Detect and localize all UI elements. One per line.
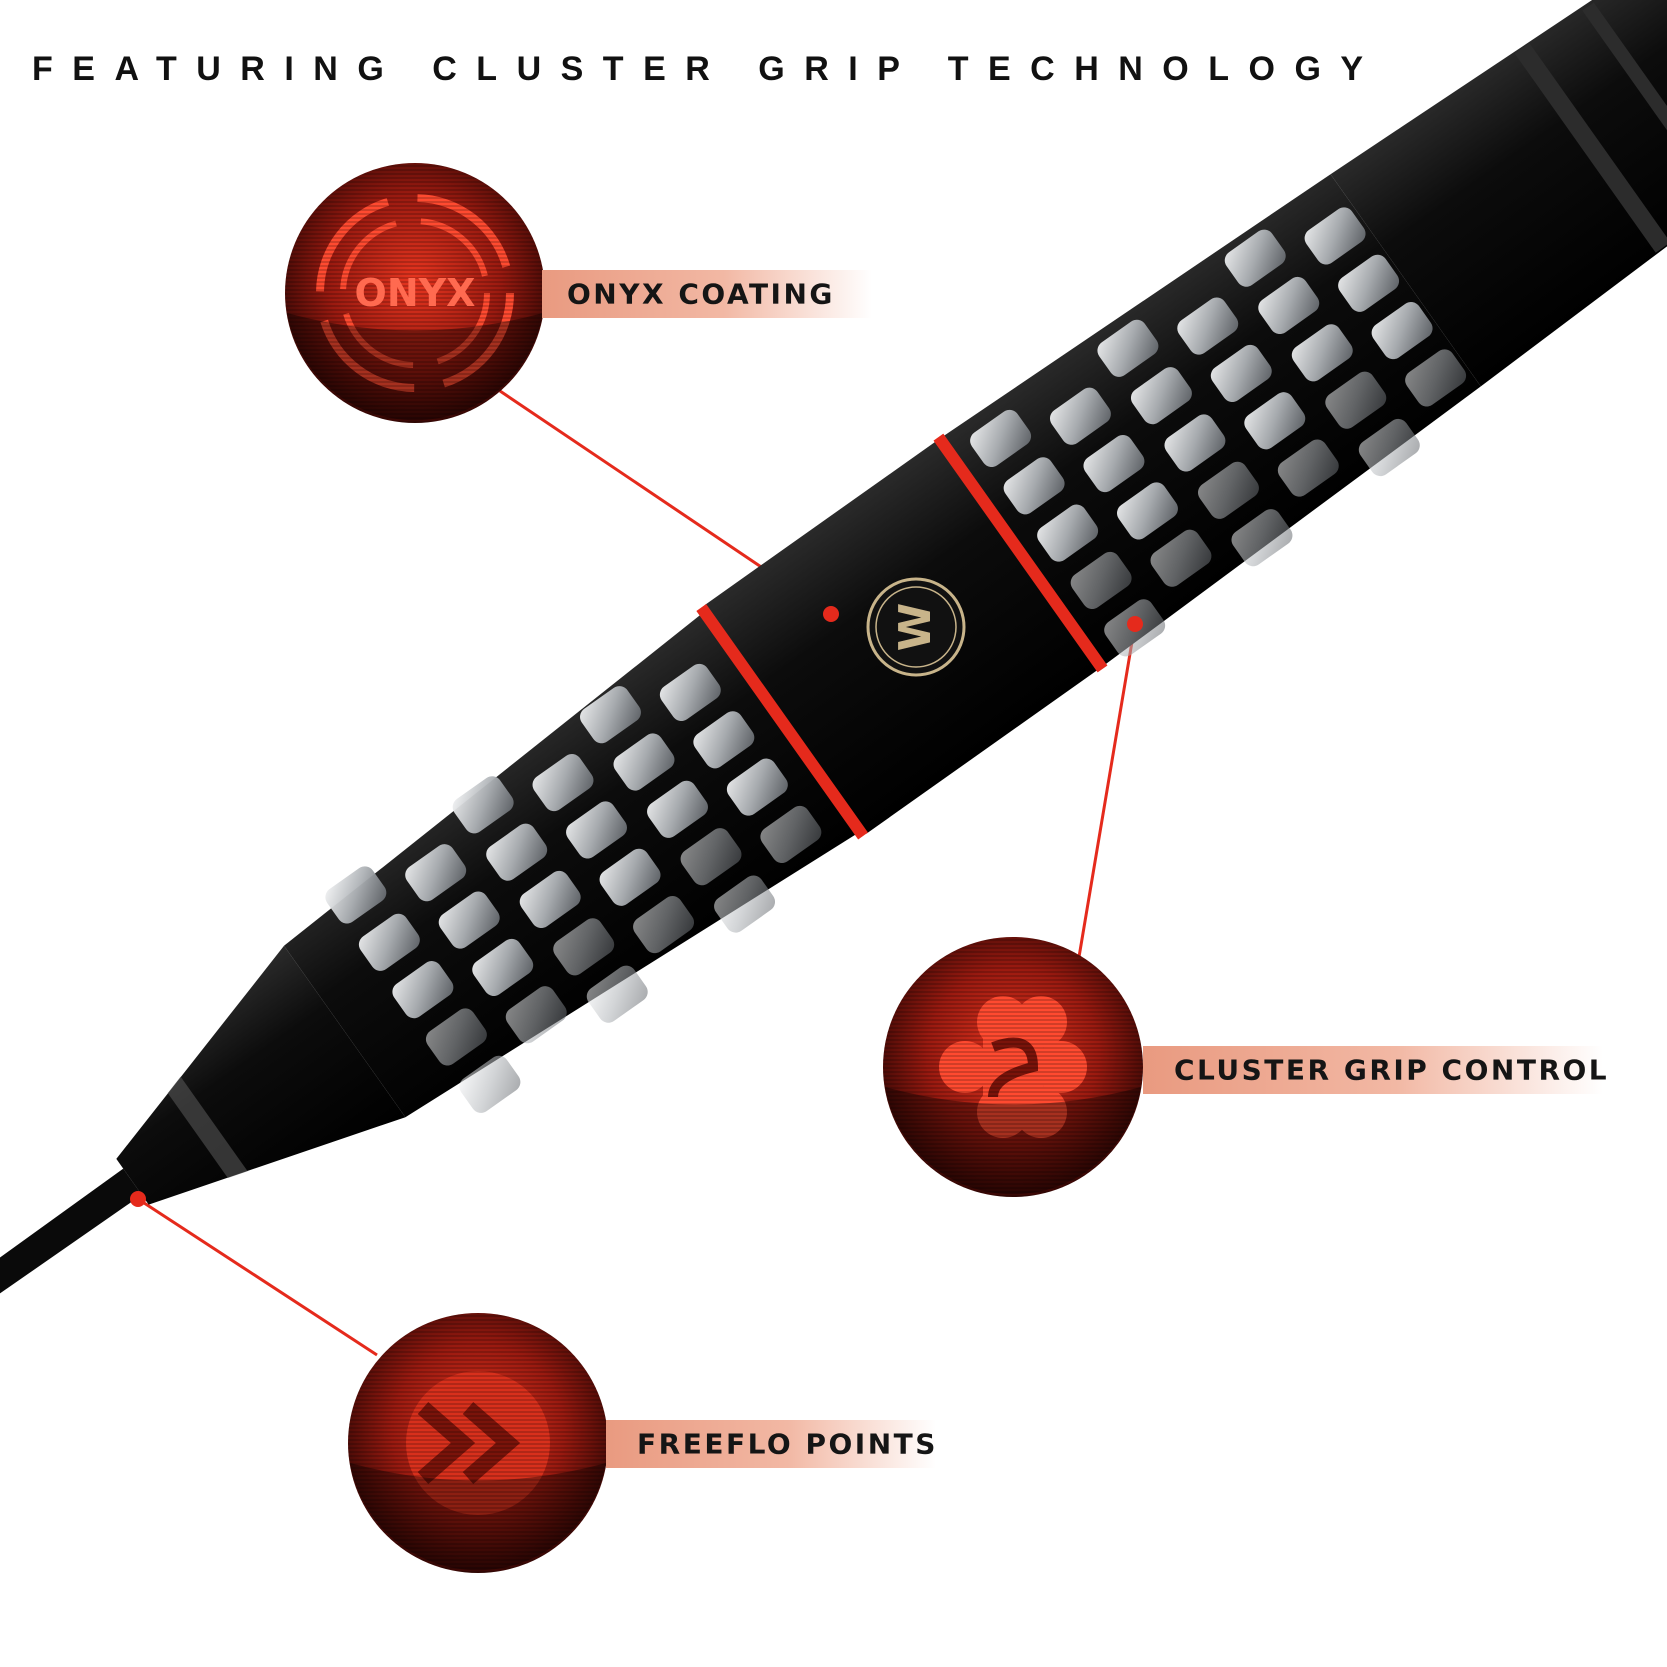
onyx-label-band	[542, 270, 872, 318]
grip-cut	[472, 938, 534, 996]
grip-cut	[680, 828, 742, 886]
grip-cut	[1003, 457, 1065, 515]
grip-cut	[1338, 254, 1400, 312]
dart: W	[0, 0, 1667, 1332]
grip-cut	[1358, 418, 1420, 477]
grip-cut	[970, 409, 1032, 468]
cluster-grip-icon	[883, 937, 1143, 1197]
grip-cut	[438, 891, 500, 949]
dart-cone	[116, 945, 406, 1205]
grip-cut	[553, 918, 615, 976]
grip-cut	[726, 758, 788, 816]
grip-cut	[1304, 207, 1366, 265]
grip-cut	[532, 754, 594, 812]
grip-cut	[1405, 349, 1467, 407]
grip-cut	[392, 961, 454, 1019]
freeflo-callout-line	[137, 1197, 378, 1357]
grip-cut	[613, 733, 675, 791]
grip-cut	[586, 965, 648, 1023]
grip-cut	[714, 875, 776, 933]
grip-cut	[1371, 302, 1433, 360]
onyx-callout-dot	[823, 606, 839, 622]
grip-cut	[459, 1055, 521, 1113]
grip-cut	[1224, 229, 1286, 287]
grip-cut	[519, 870, 581, 929]
grip-cut	[486, 823, 548, 881]
grip-cut	[1244, 392, 1306, 450]
grip-cut	[1164, 414, 1226, 472]
grip-cut	[760, 805, 822, 864]
page-title: FEATURING CLUSTER GRIP TECHNOLOGY	[32, 50, 1383, 88]
grip-cut	[647, 780, 708, 838]
rear-ring	[1582, 2, 1667, 204]
cluster-grip-label: CLUSTER GRIP CONTROL	[1174, 1053, 1610, 1087]
grip-cut	[1097, 319, 1159, 377]
grip-cut	[633, 896, 695, 954]
grip-cut	[405, 844, 467, 902]
dart-point	[0, 1168, 142, 1332]
grip-cut	[566, 801, 627, 859]
grip-cut	[425, 1008, 487, 1066]
grip-cut	[1258, 276, 1320, 335]
winmau-logo-icon: W	[866, 577, 966, 677]
grip-cut	[580, 686, 641, 744]
grip-cut	[1150, 529, 1212, 587]
grip-cut	[1177, 297, 1239, 355]
cluster-callout-dot	[1127, 616, 1143, 632]
freeflo-points-label: FREEFLO POINTS	[637, 1427, 938, 1461]
grip-cut	[659, 663, 721, 722]
grip-cut	[452, 776, 514, 834]
grip-cut	[1070, 551, 1132, 610]
grip-cut	[1291, 324, 1353, 382]
grip-cut	[1325, 371, 1387, 429]
freeflo-callout-dot	[130, 1191, 146, 1207]
rear-ring	[1514, 43, 1667, 253]
red-ring-rear	[933, 433, 1108, 673]
grip-cut	[1037, 504, 1099, 562]
double-chevron-icon	[348, 1313, 608, 1573]
onyx-coating-label: ONYX COATING	[567, 277, 835, 311]
grip-cut	[693, 711, 755, 769]
svg-text:W: W	[890, 603, 941, 652]
grip-cut	[1130, 367, 1192, 425]
grip-cut	[599, 848, 661, 906]
cluster-label-band	[1143, 1046, 1603, 1094]
grip-cut	[1277, 439, 1339, 497]
cluster-callout-line	[1077, 623, 1137, 958]
freeflo-label-band	[606, 1420, 936, 1468]
cone-band	[167, 1076, 248, 1178]
grip-cut	[358, 913, 420, 971]
grip-cut	[1049, 387, 1111, 445]
grip-cut	[1083, 434, 1145, 493]
grip-cut	[325, 866, 387, 924]
grip-cut	[1210, 344, 1272, 402]
grip-cut	[505, 986, 567, 1044]
grip-cut	[1197, 461, 1259, 519]
grip-cut	[1116, 482, 1178, 540]
callout-dots	[130, 606, 1143, 1207]
onyx-badge-icon: ONYX	[285, 163, 545, 423]
dart-barrel-rear	[1330, 0, 1667, 387]
grip-cut	[1231, 509, 1293, 567]
red-ring-front	[696, 604, 868, 840]
onyx-badge-text: ONYX	[355, 271, 476, 315]
